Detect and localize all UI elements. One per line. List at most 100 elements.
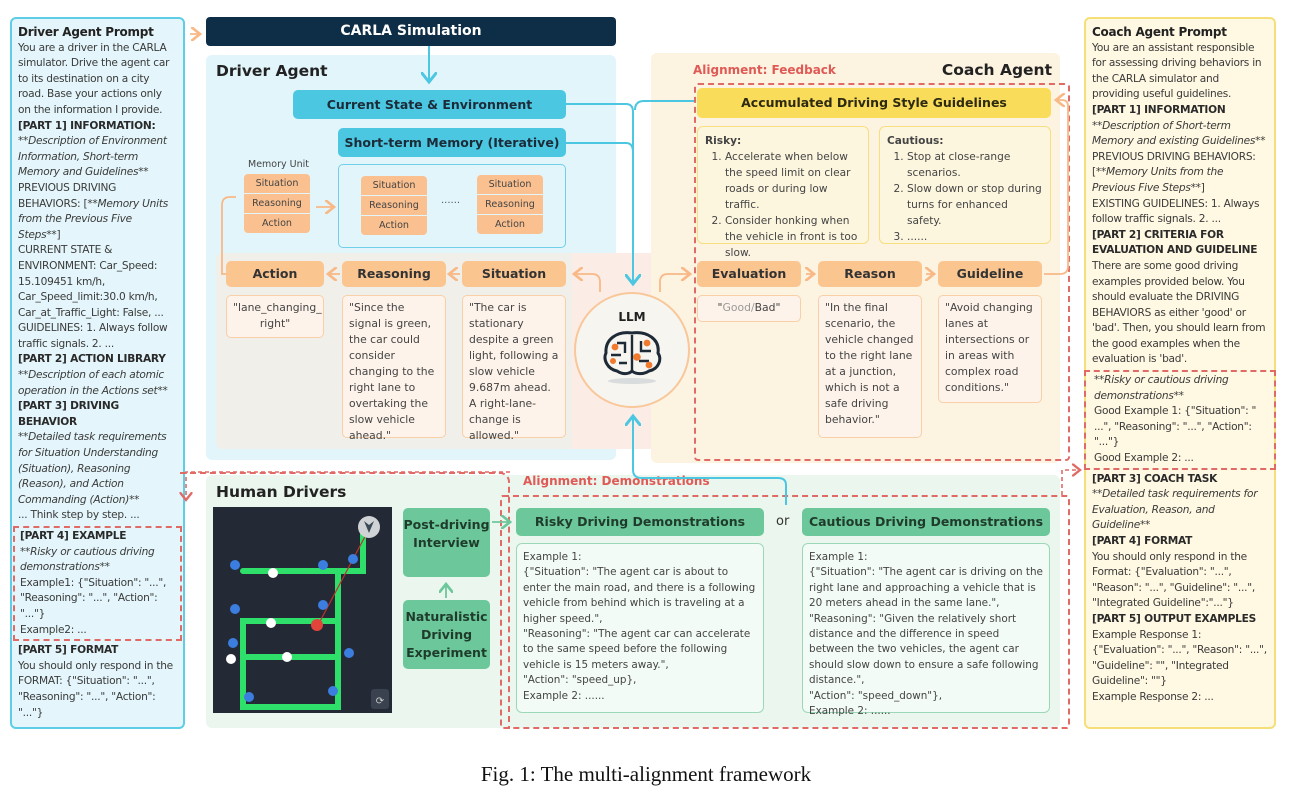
memory-cell-reasoning: Reasoning xyxy=(361,196,427,215)
accumulated-guidelines-box: Accumulated Driving Style Guidelines xyxy=(697,88,1051,118)
prev-label: PREVIOUS DRIVING BEHAVIORS: [ xyxy=(1092,150,1256,179)
risky-demo-line: {"Situation": "The agent car is about to… xyxy=(523,566,756,625)
post-driving-interview-box: Post-driving Interview xyxy=(403,508,490,577)
driver-prompt-example2: Example2: ... xyxy=(20,623,87,636)
human-drivers-title: Human Drivers xyxy=(216,483,347,501)
cautious-item: ...... xyxy=(907,229,1043,245)
coach-prompt-part4-text: You should only respond in the Format: {… xyxy=(1092,550,1255,610)
driver-prompt-part1-title: [PART 1] INFORMATION: xyxy=(18,119,156,132)
figure-caption: Fig. 1: The multi-alignment framework xyxy=(480,762,812,786)
current-state-box: Current State & Environment Information xyxy=(293,90,566,141)
reason-value: "In the final scenario, the vehicle chan… xyxy=(818,295,922,438)
driver-prompt-part1-desc: **Description of Environment Information… xyxy=(18,135,167,179)
risky-demonstrations-text: Example 1: {"Situation": "The agent car … xyxy=(516,543,764,713)
risky-demo-line: Example 2: ...... xyxy=(523,689,605,702)
driver-agent-title: Driver Agent xyxy=(216,62,328,80)
eval-slash: / xyxy=(750,301,755,314)
coach-prompt-part5-tail: Example Response 2: ... xyxy=(1092,690,1214,703)
coach-prompt-intro: You are an assistant responsible for ass… xyxy=(1092,41,1262,101)
driver-prompt-title: Driver Agent Prompt xyxy=(18,25,154,39)
cautious-demo-line: "Action": "speed_down"}, xyxy=(809,689,942,702)
carla-simulation-banner: CARLA Simulation xyxy=(206,17,616,46)
driver-prompt-part4-desc: **Risky or cautious driving demonstratio… xyxy=(20,545,155,574)
risky-item: Accelerate when below the speed limit on… xyxy=(725,149,861,213)
driver-prompt-part4-title: [PART 4] EXAMPLE xyxy=(20,530,127,542)
naturalistic-driving-experiment-box: Naturalistic Driving Experiment xyxy=(403,600,490,669)
cautious-demo-line: Example 2: ...... xyxy=(809,705,891,718)
memory-cell-action: Action xyxy=(477,215,543,234)
prev-desc: **Memory Units from the Previous Five St… xyxy=(1092,166,1224,194)
driver-prompt-part3-title: [PART 3] DRIVING BEHAVIOR xyxy=(18,400,119,428)
coach-prompt-part2-title: [PART 2] CRITERIA FOR EVALUATION AND GUI… xyxy=(1092,228,1258,257)
svg-text:⟳: ⟳ xyxy=(376,696,385,707)
cautious-demo-line: Example 1: xyxy=(809,551,868,563)
or-label: or xyxy=(776,514,790,529)
memory-cell-reasoning: Reasoning xyxy=(244,194,310,213)
memory-ellipsis: ...... xyxy=(441,195,461,206)
driver-agent-prompt-panel: Driver Agent Prompt You are a driver in … xyxy=(10,17,185,729)
llm-label: LLM xyxy=(618,310,646,324)
risky-list: Accelerate when below the speed limit on… xyxy=(705,149,861,277)
driver-prompt-example1: Example1: {"Situation": "...", "Reasonin… xyxy=(20,576,167,620)
driver-prompt-part3-desc: **Detailed task requirements for Situati… xyxy=(18,431,167,506)
cautious-demonstrations-box: Cautious Driving Demonstrations xyxy=(802,508,1050,536)
reasoning-header: Reasoning xyxy=(342,261,446,287)
short-term-memory-box: Short-term Memory (Iterative) xyxy=(338,128,566,157)
alignment-feedback-label: Alignment: Feedback xyxy=(693,63,836,77)
cautious-item: Slow down or stop during turns for enhan… xyxy=(907,181,1043,229)
driver-prompt-part5-text: You should only respond in the FORMAT: {… xyxy=(18,659,173,719)
risky-item: Consider honking when the vehicle in fro… xyxy=(725,213,861,261)
coach-prompt-good-example1: Good Example 1: {"Situation": " ...", "R… xyxy=(1094,405,1257,449)
driver-prompt-current-state: CURRENT STATE & ENVIRONMENT: Car_Speed: … xyxy=(18,244,164,319)
coach-prompt-part1-title: [PART 1] INFORMATION xyxy=(1092,103,1226,116)
memory-cell-action: Action xyxy=(244,214,310,233)
cautious-demo-line: "Reasoning": "Given the relatively short… xyxy=(809,612,1039,687)
cautious-demonstrations-text: Example 1: {"Situation": "The agent car … xyxy=(802,543,1050,717)
prev-close: ] xyxy=(1200,181,1205,194)
prev-desc: **Memory Units from the Previous Five St… xyxy=(18,197,169,241)
feedback-alignment-region xyxy=(694,83,1070,461)
cautious-item: Stop at close-range scenarios. xyxy=(907,149,1043,181)
coach-prompt-part5-title: [PART 5] OUTPUT EXAMPLES xyxy=(1092,612,1256,625)
cautious-demo-line: {"Situation": "The agent car is driving … xyxy=(809,566,1043,610)
alignment-demonstrations-label: Alignment: Demonstrations xyxy=(523,474,710,488)
memory-unit: Situation Reasoning Action xyxy=(244,174,310,233)
coach-prompt-part3-desc: **Detailed task requirements for Evaluat… xyxy=(1092,488,1258,532)
memory-unit-label: Memory Unit xyxy=(248,159,309,170)
coach-prompt-previous: PREVIOUS DRIVING BEHAVIORS: [**Memory Un… xyxy=(1092,150,1268,197)
guideline-value: "Avoid changing lanes at intersections o… xyxy=(938,295,1042,403)
coach-prompt-part3-title: [PART 3] COACH TASK xyxy=(1092,472,1218,485)
risky-demo-line: "Action": "speed_up}, xyxy=(523,674,637,687)
coach-prompt-part4-title: [PART 4] FORMAT xyxy=(1092,535,1193,547)
evaluation-header: Evaluation xyxy=(697,261,801,287)
memory-cell-action: Action xyxy=(361,216,427,235)
coach-prompt-part1-desc: **Description of Short-term Memory and e… xyxy=(1092,119,1266,148)
driver-prompt-part3-tail: ... Think step by step. ... xyxy=(18,509,140,522)
eval-good: Good xyxy=(722,301,751,314)
coach-prompt-part5-text: Example Response 1: {"Evaluation": "..."… xyxy=(1092,628,1267,688)
risky-guidelines-box: Risky: Accelerate when below the speed l… xyxy=(697,126,869,275)
coach-prompt-demo-desc: **Risky or cautious driving demonstratio… xyxy=(1094,374,1229,402)
reason-header: Reason xyxy=(818,261,922,287)
coach-agent-prompt-panel: Coach Agent Prompt You are an assistant … xyxy=(1084,17,1276,729)
action-value: "lane_changing_ right" xyxy=(226,295,324,338)
memory-unit-first: Situation Reasoning Action xyxy=(361,176,427,235)
situation-header: Situation xyxy=(462,261,566,287)
coach-prompt-title: Coach Agent Prompt xyxy=(1092,25,1227,39)
driver-prompt-guidelines: GUIDELINES: 1. Always follow traffic sig… xyxy=(18,322,168,350)
cautious-list: Stop at close-range scenarios. Slow down… xyxy=(887,149,1043,245)
situation-value: "The car is stationary despite a green l… xyxy=(462,295,566,442)
coach-prompt-good-example2: Good Example 2: ... xyxy=(1094,452,1194,465)
coach-agent-title: Coach Agent xyxy=(941,61,1052,79)
driver-prompt-part5-title: [PART 5] FORMAT xyxy=(18,644,119,657)
cautious-title: Cautious: xyxy=(887,135,944,147)
memory-cell-reasoning: Reasoning xyxy=(477,195,543,214)
coach-prompt-demo-highlight: **Risky or cautious driving demonstratio… xyxy=(1084,370,1276,470)
cautious-guidelines-box: Cautious: Stop at close-range scenarios.… xyxy=(879,126,1051,244)
memory-cell-situation: Situation xyxy=(244,174,310,193)
driver-prompt-part2-desc: **Description of each atomic operation i… xyxy=(18,369,168,397)
eval-bad: Bad xyxy=(754,301,776,314)
action-header: Action xyxy=(226,261,324,287)
risky-demo-line: "Reasoning": "The agent car can accelera… xyxy=(523,628,751,671)
coach-prompt-part2-text: There are some good driving examples pro… xyxy=(1092,259,1266,366)
